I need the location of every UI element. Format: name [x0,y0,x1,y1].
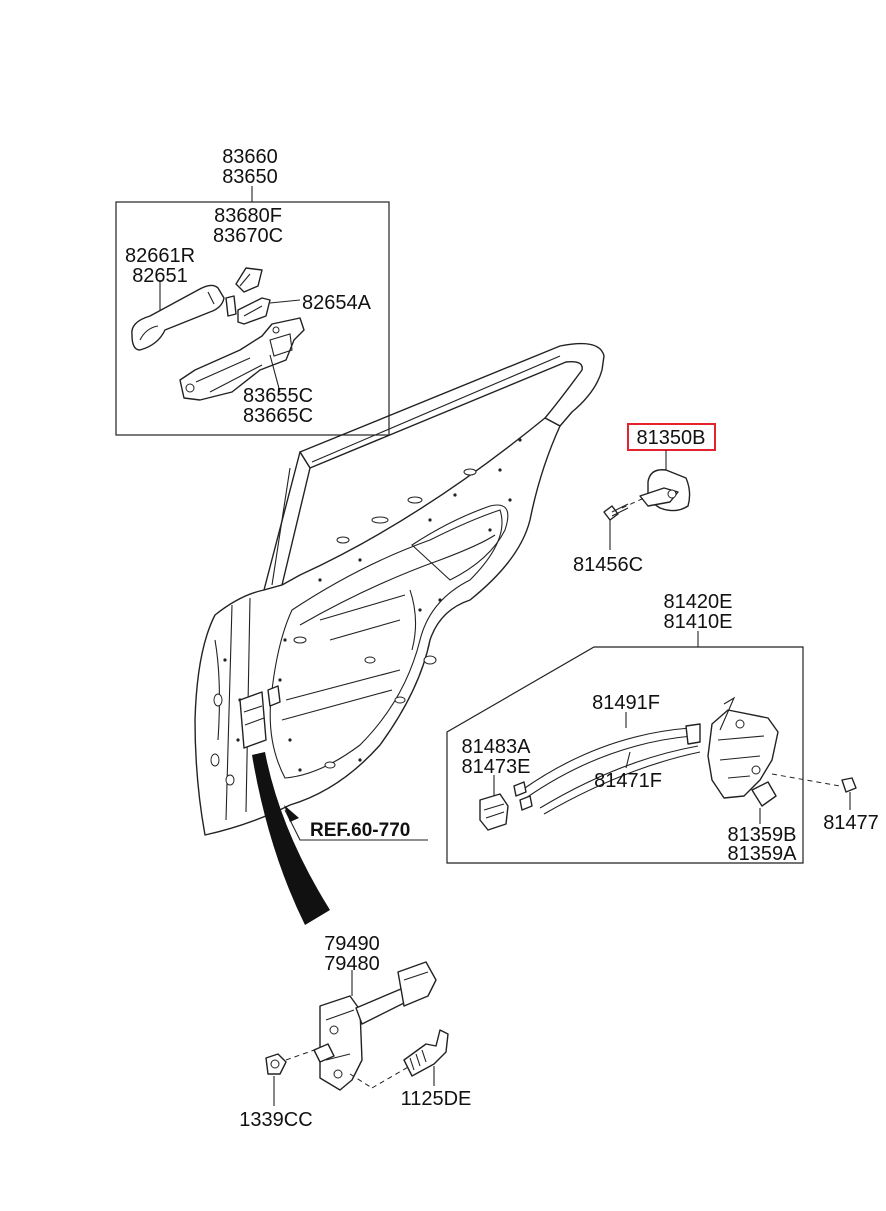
outside-handle-group [115,186,390,436]
label-81410E[interactable]: 81410E [664,611,733,633]
label-81359A[interactable]: 81359A [728,843,798,865]
label-1339CC[interactable]: 1339CC [239,1109,312,1131]
part-number-labels: 83660 83650 83680F 83670C 82661R 82651 8… [125,146,879,1131]
label-83670C[interactable]: 83670C [213,225,283,247]
label-81491F[interactable]: 81491F [592,692,660,714]
door-latch [707,709,779,799]
label-81477[interactable]: 81477 [823,812,879,834]
label-81471F[interactable]: 81471F [594,770,662,792]
label-82661R[interactable]: 82661R [125,245,195,267]
label-81473E[interactable]: 81473E [462,756,531,778]
door-checker [319,995,363,1091]
latch-group-box [446,646,804,864]
highlight-box-81350B [627,423,716,451]
door-checker-callout-band [252,752,330,925]
latch-group [446,631,841,864]
label-83650[interactable]: 83650 [222,166,278,188]
handle-base [179,317,305,401]
label-81483A[interactable]: 81483A [462,736,532,758]
striker-bolt [603,505,619,521]
label-83655C[interactable]: 83655C [243,385,313,407]
lock-cable [539,745,699,809]
label-ref-60-770[interactable]: REF.60-770 [310,820,410,841]
bolt [403,1029,449,1077]
label-83665C[interactable]: 83665C [243,405,313,427]
label-79490[interactable]: 79490 [324,933,380,955]
label-83660[interactable]: 83660 [222,146,278,168]
label-81350B[interactable]: 81350B [637,427,706,449]
label-83680F[interactable]: 83680F [214,205,282,227]
label-82654A[interactable]: 82654A [302,292,372,314]
label-81359B[interactable]: 81359B [728,824,797,846]
latch-screw [841,777,857,793]
label-81456C[interactable]: 81456C [573,554,643,576]
label-79480[interactable]: 79480 [324,953,380,975]
handle-cap [235,267,263,293]
rear-door-panel [194,342,605,925]
label-1125DE[interactable]: 1125DE [401,1088,472,1110]
striker-assembly [603,423,716,550]
door-checker-group [265,961,449,1106]
label-81420E[interactable]: 81420E [664,591,733,613]
label-82651[interactable]: 82651 [132,265,188,287]
latch-cover [751,781,777,807]
cable-clip [479,793,509,831]
inside-handle-cable [521,727,691,791]
outside-handle [131,284,225,351]
